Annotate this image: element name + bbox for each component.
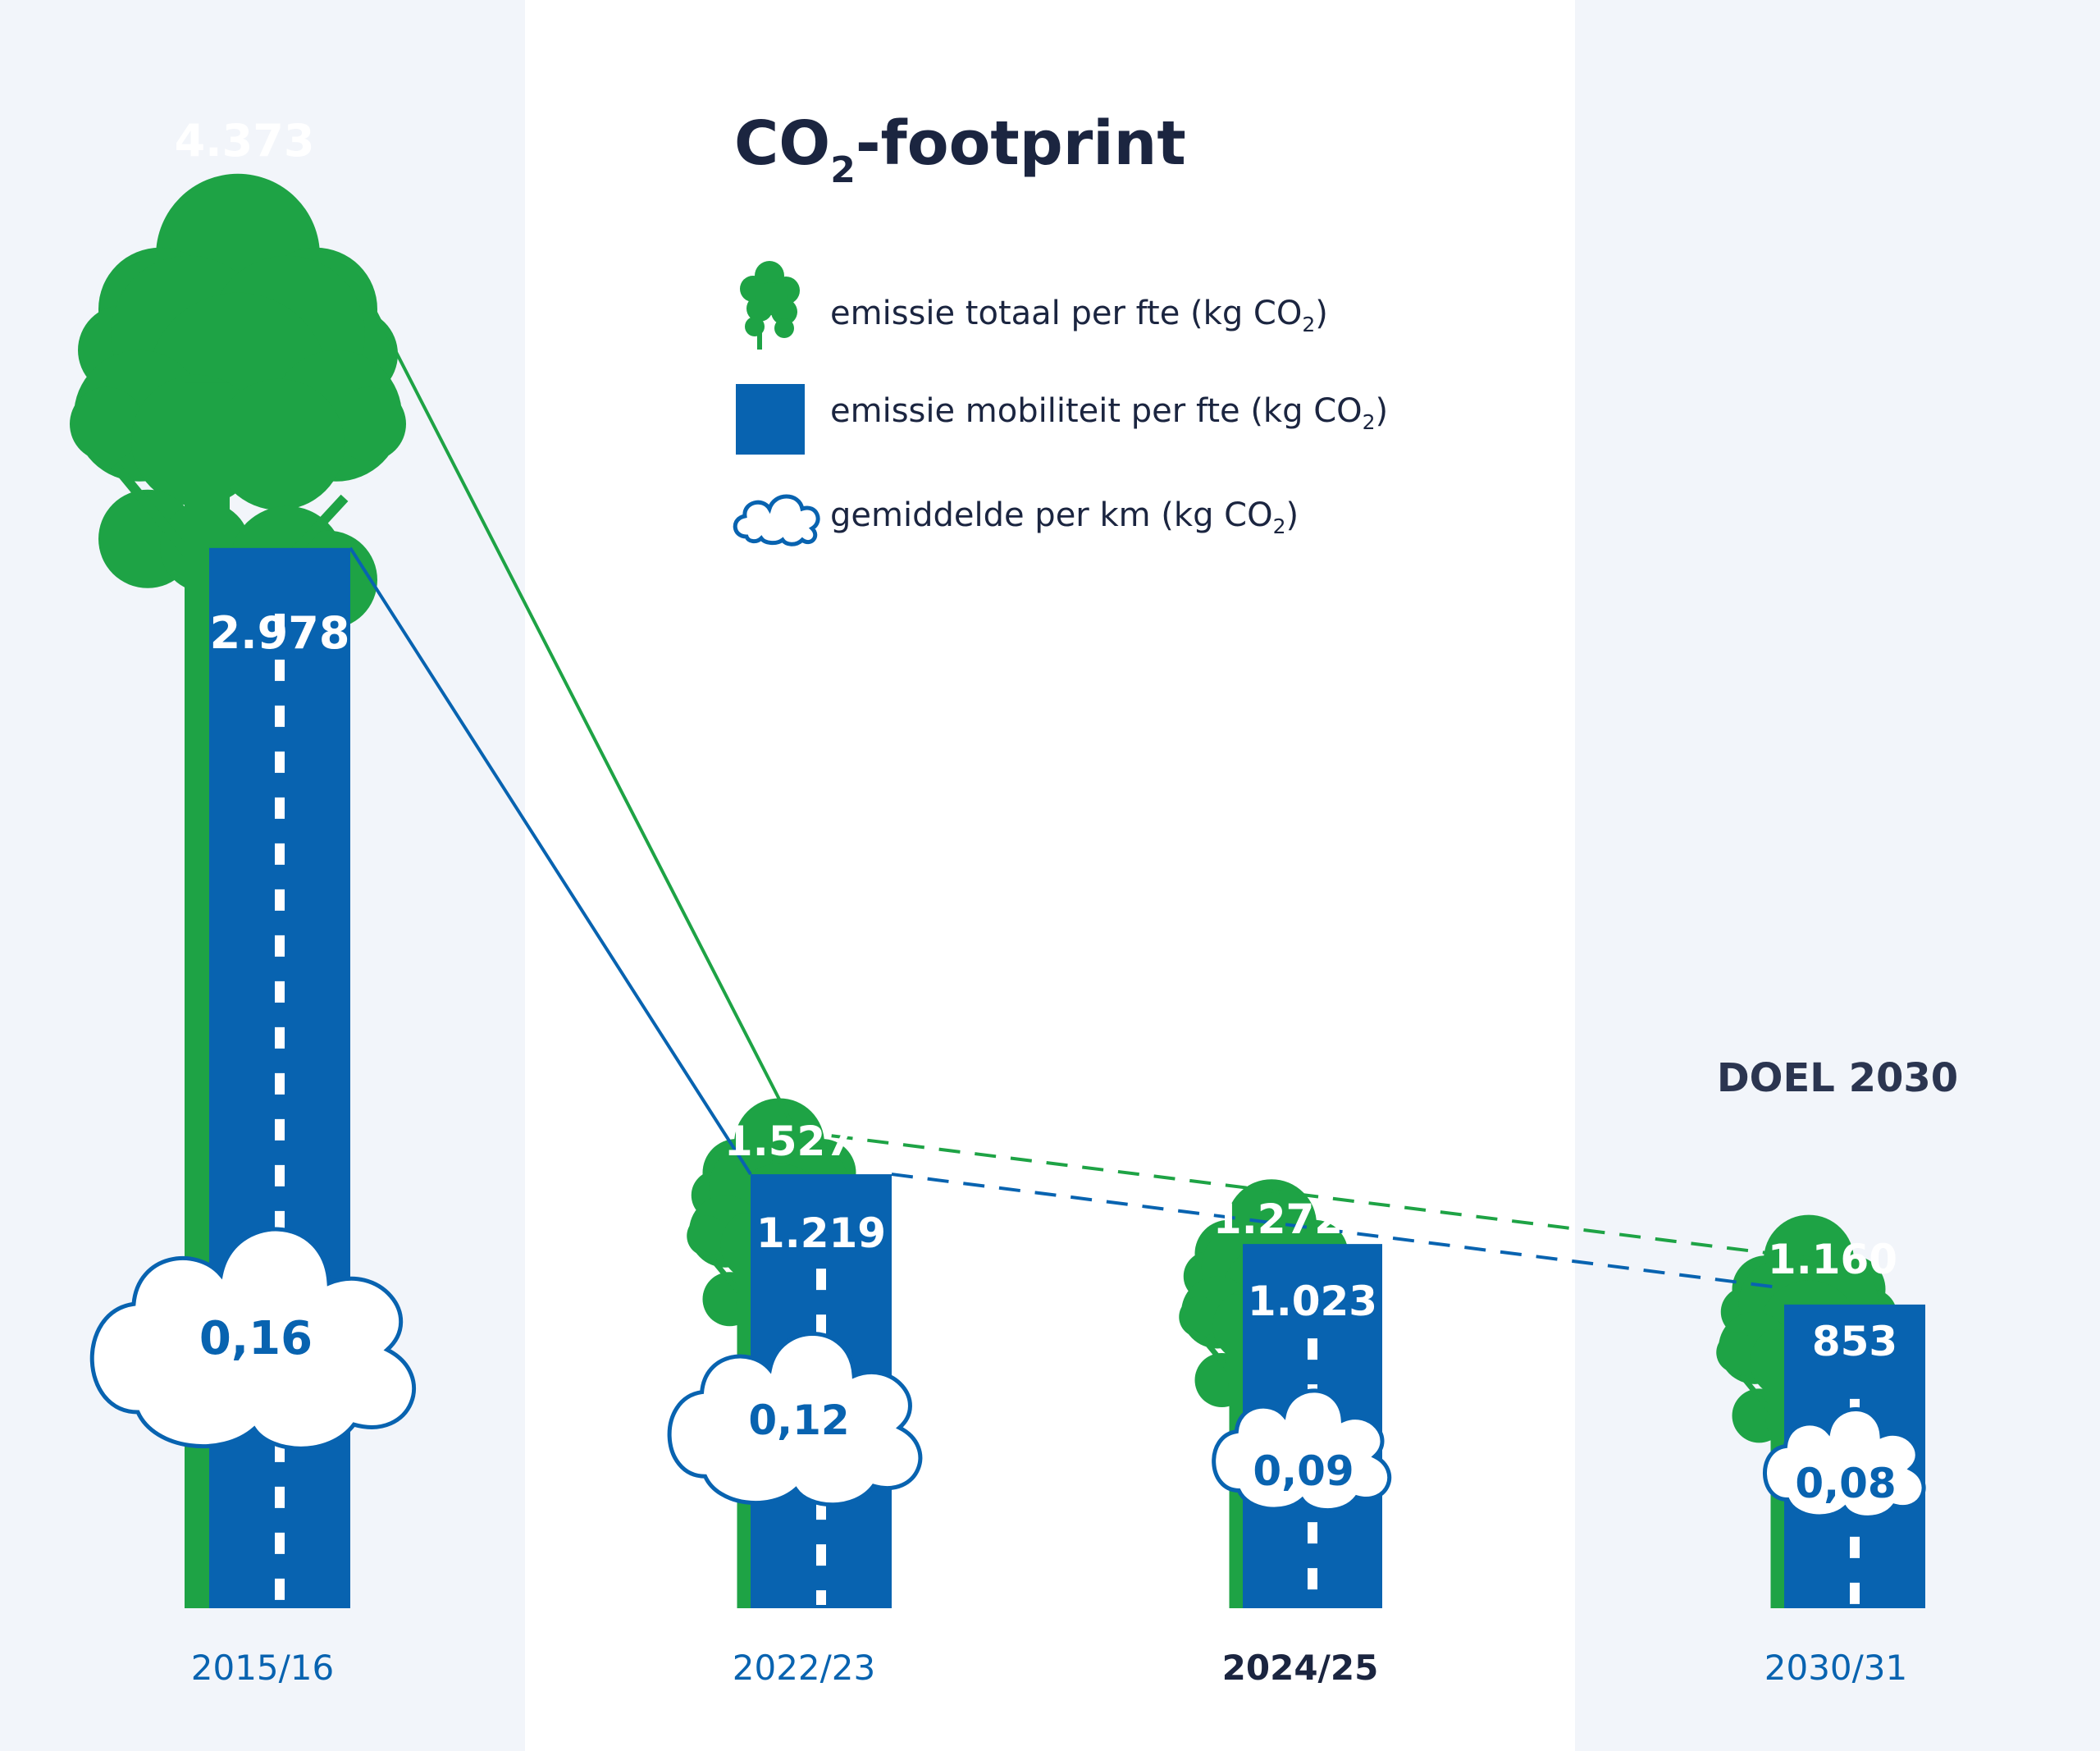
total-trend-dashed-line	[795, 1129, 1826, 1262]
legend-label-per-km: gemiddelde per km (kg CO2)	[830, 496, 1299, 538]
center-panel	[525, 0, 1575, 1751]
per-km-value-label: 0,12	[748, 1397, 849, 1444]
tree-icon	[70, 173, 406, 1608]
legend-tree-icon	[740, 261, 800, 350]
value-labels: 4.373 1.527 1.272 1.160 2.978 1.219 1.023 853 0,…	[175, 115, 1898, 1507]
x-axis-label: 2015/16	[191, 1648, 334, 1688]
x-axis-label: 2022/23	[733, 1648, 875, 1688]
legend-square-icon	[736, 384, 805, 455]
x-axis-label: 2030/31	[1764, 1648, 1907, 1688]
mobility-value-label: 853	[1812, 1318, 1897, 1365]
total-value-label: 1.160	[1768, 1236, 1897, 1283]
cloud-icon	[667, 1332, 923, 1507]
cloud-icons	[89, 1227, 1926, 1520]
x-axis-label: 2024/25	[1222, 1648, 1379, 1688]
total-trend-line	[368, 299, 797, 1132]
goal-label: DOEL 2030	[1717, 1055, 1958, 1101]
per-km-value-label: 0,09	[1253, 1447, 1354, 1495]
legend: emissie totaal per fte (kg CO2) emissie …	[733, 261, 1388, 546]
title-main: CO	[734, 108, 830, 179]
per-km-value-label: 0,08	[1795, 1460, 1896, 1507]
x-axis-labels: 2015/16 2022/23 2024/25 2030/31	[191, 1648, 1907, 1688]
legend-label-total: emissie totaal per fte (kg CO2)	[830, 295, 1328, 336]
legend-cloud-icon	[733, 494, 820, 546]
total-value-label: 1.527	[724, 1118, 854, 1165]
mobility-value-label: 1.023	[1248, 1278, 1377, 1325]
cloud-icon	[1763, 1407, 1926, 1520]
mobility-value-label: 1.219	[756, 1209, 886, 1257]
mobility-bars	[209, 547, 1925, 1608]
chart-title: CO2-footprint	[734, 108, 1186, 191]
trend-lines	[349, 299, 1826, 1290]
total-value-label: 4.373	[175, 115, 315, 167]
legend-label-mobility: emissie mobiliteit per fte (kg CO2)	[830, 392, 1388, 434]
cloud-icon	[1212, 1388, 1391, 1513]
mobility-trend-line	[349, 546, 752, 1176]
title-suffix: -footprint	[856, 108, 1186, 179]
mobility-trend-dashed-line	[891, 1173, 1785, 1290]
per-km-value-label: 0,16	[199, 1312, 313, 1365]
mobility-value-label: 2.978	[210, 607, 350, 659]
total-value-label: 1.272	[1213, 1196, 1343, 1243]
title-sub: 2	[830, 149, 856, 191]
cloud-icon	[89, 1227, 417, 1451]
